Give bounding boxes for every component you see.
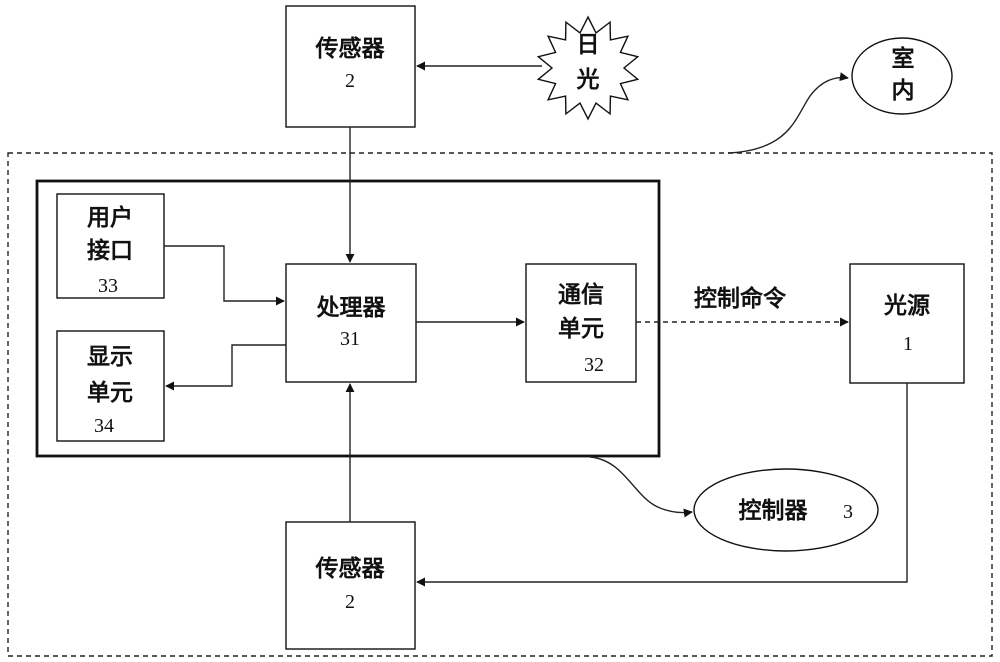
sunlight-starburst: [536, 15, 640, 121]
indoor-label-line1: 室: [892, 45, 915, 72]
indoor-label-line2: 内: [892, 77, 915, 104]
sunlight-node: 日 光: [536, 15, 640, 121]
user-interface-line2: 接口: [87, 237, 133, 264]
light-source-node: 光源 1: [849, 263, 965, 384]
sensor-top-label: 传感器: [315, 35, 386, 62]
display-unit-node: 显示 单元 34: [56, 330, 165, 442]
processor-number: 31: [340, 328, 360, 350]
user-interface-line1: 用户: [87, 204, 133, 231]
edge-ui-to-processor: [164, 245, 285, 306]
light-source-label: 光源: [883, 292, 930, 319]
controller-number: 3: [843, 501, 853, 523]
display-unit-line1: 显示: [87, 343, 133, 370]
user-interface-number: 33: [98, 275, 118, 297]
comm-unit-number: 32: [584, 354, 604, 376]
comm-unit-line1: 通信: [558, 281, 604, 308]
display-unit-number: 34: [94, 415, 114, 437]
sensor-top-node: 传感器 2: [285, 5, 416, 128]
controller-frame: [35, 179, 661, 458]
sunlight-label-line2: 光: [576, 66, 600, 93]
room-boundary: [7, 152, 993, 657]
comm-unit-line2: 单元: [558, 315, 604, 342]
processor-label: 处理器: [316, 294, 387, 321]
sensor-top-number: 2: [345, 70, 355, 92]
sensor-bottom-label: 传感器: [315, 555, 386, 582]
callout-frame-to-controller: [589, 456, 693, 518]
controller-node: 控制器 3: [693, 468, 879, 552]
callout-room-to-indoor: [727, 72, 849, 154]
comm-unit-node: 通信 单元 32: [525, 263, 637, 383]
edge-processor-to-display: [165, 344, 286, 391]
sensor-bottom-node: 传感器 2: [285, 521, 416, 650]
display-unit-line2: 单元: [87, 379, 133, 406]
edge-label-control-command: 控制命令: [694, 285, 787, 312]
indoor-node: 室 内: [851, 37, 953, 115]
controller-label: 控制器: [739, 497, 809, 524]
sensor-bottom-number: 2: [345, 591, 355, 613]
edge-light-source-to-sensor-bottom: [416, 383, 908, 587]
user-interface-node: 用户 接口 33: [56, 193, 165, 299]
processor-node: 处理器 31: [285, 263, 417, 383]
sunlight-label-line1: 日: [577, 31, 600, 58]
light-source-number: 1: [903, 333, 913, 355]
